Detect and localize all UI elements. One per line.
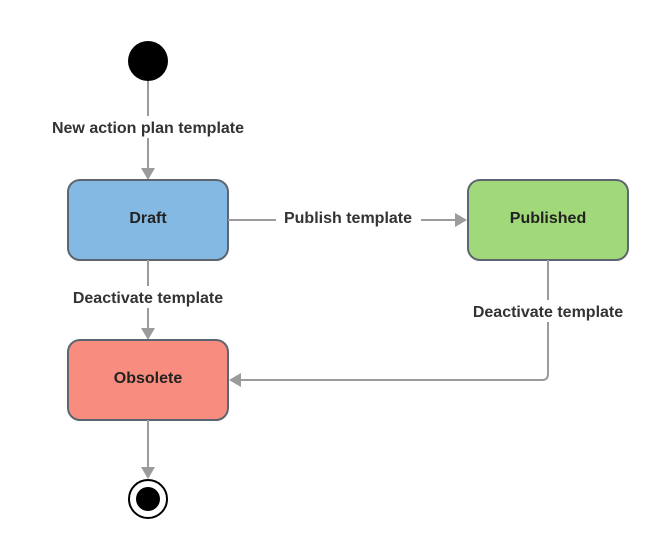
state-obsolete: Obsolete (67, 339, 229, 421)
state-published-label: Published (510, 210, 586, 227)
edge-new-template: New action plan template (38, 81, 258, 180)
edge-label-new-template: New action plan template (52, 120, 244, 137)
initial-node (128, 41, 168, 81)
state-draft-label: Draft (129, 210, 167, 227)
edge-label-deactivate-published: Deactivate template (473, 304, 623, 321)
state-obsolete-label: Obsolete (114, 370, 183, 387)
edge-label-publish: Publish template (284, 210, 412, 227)
state-draft: Draft (67, 179, 229, 261)
edge-deactivate-published: Deactivate template (229, 260, 635, 387)
state-published: Published (467, 179, 629, 261)
edge-publish: Publish template (228, 207, 467, 229)
final-node (128, 479, 168, 519)
edge-deactivate-draft: Deactivate template (62, 260, 234, 340)
edge-label-deactivate-draft: Deactivate template (73, 290, 223, 307)
edge-to-final (141, 420, 155, 479)
